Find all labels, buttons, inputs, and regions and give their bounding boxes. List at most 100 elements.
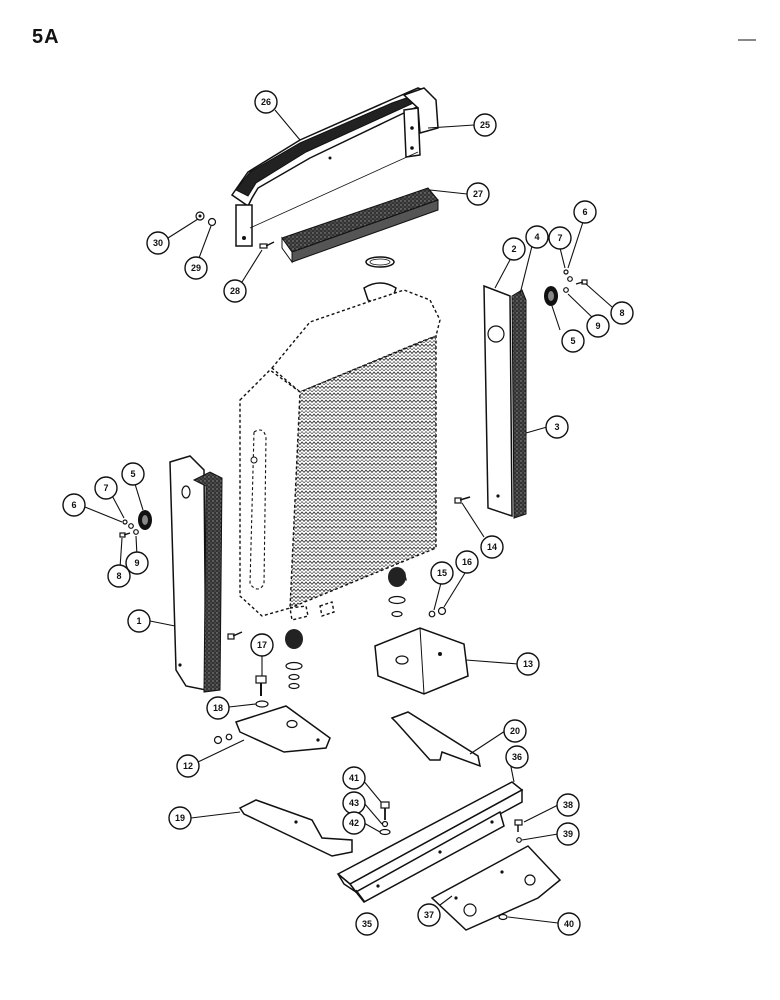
callout-number: 25 [480,120,490,130]
callout-number: 42 [349,818,359,828]
callout-5a: 5 [561,329,585,353]
callout-number: 2 [511,244,516,254]
right-side-panel [483,284,527,519]
callout-number: 5 [570,336,575,346]
support-bracket [402,87,439,158]
bolt [227,631,243,640]
callout-number: 29 [191,263,201,273]
left-side-panel [169,455,223,693]
lower-support-channel [336,781,524,903]
bottom-cover-plate [430,845,562,931]
foam-seal-strip [281,187,439,264]
bolt [380,801,390,820]
callout-40: 40 [557,912,581,936]
callout-number: 27 [473,189,483,199]
callout-9a: 9 [586,314,610,338]
callout-8a: 8 [610,301,634,325]
callout-number: 28 [230,286,240,296]
nut [195,211,205,221]
callout-18: 18 [206,696,230,720]
page-label: 5A [32,26,60,48]
callout-7b: 7 [94,476,118,500]
callout-38: 38 [556,793,580,817]
callout-number: 26 [261,97,271,107]
callout-6b: 6 [62,493,86,517]
bolt [454,496,471,504]
callout-35: 35 [355,912,379,936]
callout-1: 1 [127,609,151,633]
callout-8b: 8 [107,564,131,588]
callout-7a: 7 [548,226,572,250]
bolt [255,675,267,696]
callout-number: 17 [257,640,267,650]
callout-42: 42 [342,811,366,835]
callout-number: 6 [71,500,76,510]
callout-number: 16 [462,557,472,567]
callout-9b: 9 [125,551,149,575]
callout-12: 12 [176,754,200,778]
callout-17: 17 [250,633,274,657]
callout-4: 4 [525,225,549,249]
callout-29: 29 [184,256,208,280]
callout-27: 27 [466,182,490,206]
callout-number: 18 [213,703,223,713]
callout-number: 20 [510,726,520,736]
callout-13: 13 [516,652,540,676]
callout-number: 13 [523,659,533,669]
callout-number: 43 [349,798,359,808]
callout-2: 2 [502,237,526,261]
bolt [514,819,523,832]
callout-41: 41 [342,766,366,790]
callout-number: 7 [557,233,562,243]
callout-number: 41 [349,773,359,783]
callout-36: 36 [505,745,529,769]
callout-25: 25 [473,113,497,137]
callout-number: 6 [582,207,587,217]
bolt [259,241,275,249]
callout-6a: 6 [573,200,597,224]
callout-number: 4 [534,232,539,242]
callout-number: 36 [512,752,522,762]
bolt [119,532,131,538]
callout-30: 30 [146,231,170,255]
callout-43: 43 [342,791,366,815]
callout-number: 8 [116,571,121,581]
callout-39: 39 [556,822,580,846]
mount-insulator [285,629,303,690]
left-mounting-bracket [235,705,331,753]
callout-number: 1 [136,616,141,626]
bolt [575,279,588,285]
callout-number: 12 [183,761,193,771]
callout-number: 9 [134,558,139,568]
callout-number: 3 [554,422,559,432]
right-mounting-bracket [374,627,469,695]
callout-37: 37 [417,903,441,927]
rubber-grommet [138,510,152,530]
left-baffle-plate [238,799,353,857]
baffle-plate [390,711,481,768]
rubber-grommet [544,286,558,306]
callout-number: 39 [563,829,573,839]
callout-number: 7 [103,483,108,493]
callout-number: 15 [437,568,447,578]
callout-3: 3 [545,415,569,439]
callout-number: 38 [563,800,573,810]
callout-number: 35 [362,919,372,929]
callout-number: 8 [619,308,624,318]
callout-16: 16 [455,550,479,574]
callout-number: 5 [130,469,135,479]
radiator-core [239,256,441,621]
callout-20: 20 [503,719,527,743]
callout-14: 14 [480,535,504,559]
callout-number: 19 [175,813,185,823]
callout-15: 15 [430,561,454,585]
callout-number: 37 [424,910,434,920]
callout-19: 19 [168,806,192,830]
callout-number: 40 [564,919,574,929]
callout-number: 30 [153,238,163,248]
callout-5b: 5 [121,462,145,486]
callout-26: 26 [254,90,278,114]
mount-insulator [388,567,406,618]
lock-washer [207,217,217,227]
